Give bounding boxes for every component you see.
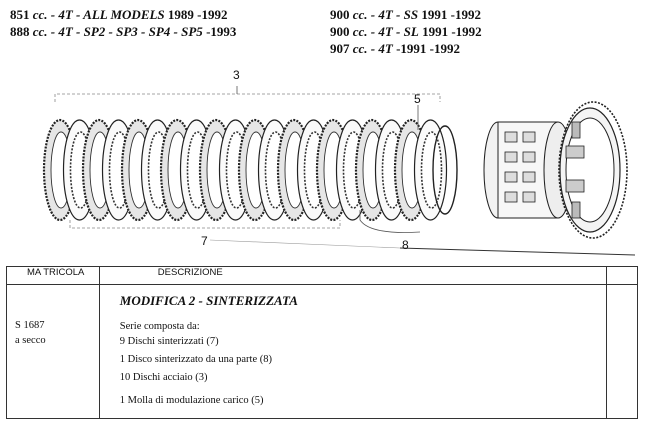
description-line-1: Serie composta da: <box>119 321 200 332</box>
description-line-4: 10 Dischi acciaio (3) <box>119 372 208 383</box>
description-line-6: 1 Molla di modulazione carico (5) <box>119 395 264 406</box>
ground-line <box>399 247 636 256</box>
table-row: S 1687 a secco MODIFICA 2 - SINTERIZZATA… <box>6 284 638 419</box>
empty-header <box>606 266 638 285</box>
model-line-4: 900 cc. - 4T - SL 1991 -1992 <box>330 24 482 39</box>
matricola-cell: S 1687 a secco <box>6 284 100 419</box>
modification-title: MODIFICA 2 - SINTERIZZATA <box>119 293 298 308</box>
bracket-7 <box>69 220 341 229</box>
description-line-3: 1 Disco sinterizzato da una parte (8) <box>119 354 272 365</box>
empty-cell <box>606 284 638 419</box>
callout-8: 8 <box>402 238 409 252</box>
clutch-diagram <box>42 86 636 256</box>
descrizione-header: DESCRIZIONE <box>98 266 608 285</box>
specification-table: MA TRICOLA DESCRIZIONE S 1687 a secco MO… <box>6 266 638 419</box>
bracket-3 <box>54 93 441 102</box>
model-line-2: 888 cc. - 4T - SP2 - SP3 - SP4 - SP5 -19… <box>10 24 237 39</box>
description-line-2: 9 Dischi sinterizzati (7) <box>119 336 219 347</box>
table-header-row: MA TRICOLA DESCRIZIONE <box>6 266 638 285</box>
model-line-1: 851 cc. - 4T - ALL MODELS 1989 -1992 <box>10 7 228 22</box>
matricola-note: a secco <box>15 335 46 346</box>
model-line-5: 907 cc. - 4T -1991 -1992 <box>330 41 460 56</box>
load-spring <box>432 125 458 215</box>
description-cell: MODIFICA 2 - SINTERIZZATA Serie composta… <box>98 284 608 419</box>
callout-3: 3 <box>233 68 240 82</box>
matricola-header: MA TRICOLA <box>6 266 100 285</box>
matricola-code: S 1687 <box>15 320 45 331</box>
model-line-3: 900 cc. - 4T - SS 1991 -1992 <box>330 7 481 22</box>
callout-5: 5 <box>414 92 421 106</box>
callout-7: 7 <box>201 234 208 248</box>
description-line-5 <box>120 385 606 393</box>
steel-disc <box>413 119 448 221</box>
leader-8 <box>359 210 421 233</box>
clutch-plate-stack <box>42 118 458 222</box>
clutch-hub <box>483 101 628 239</box>
